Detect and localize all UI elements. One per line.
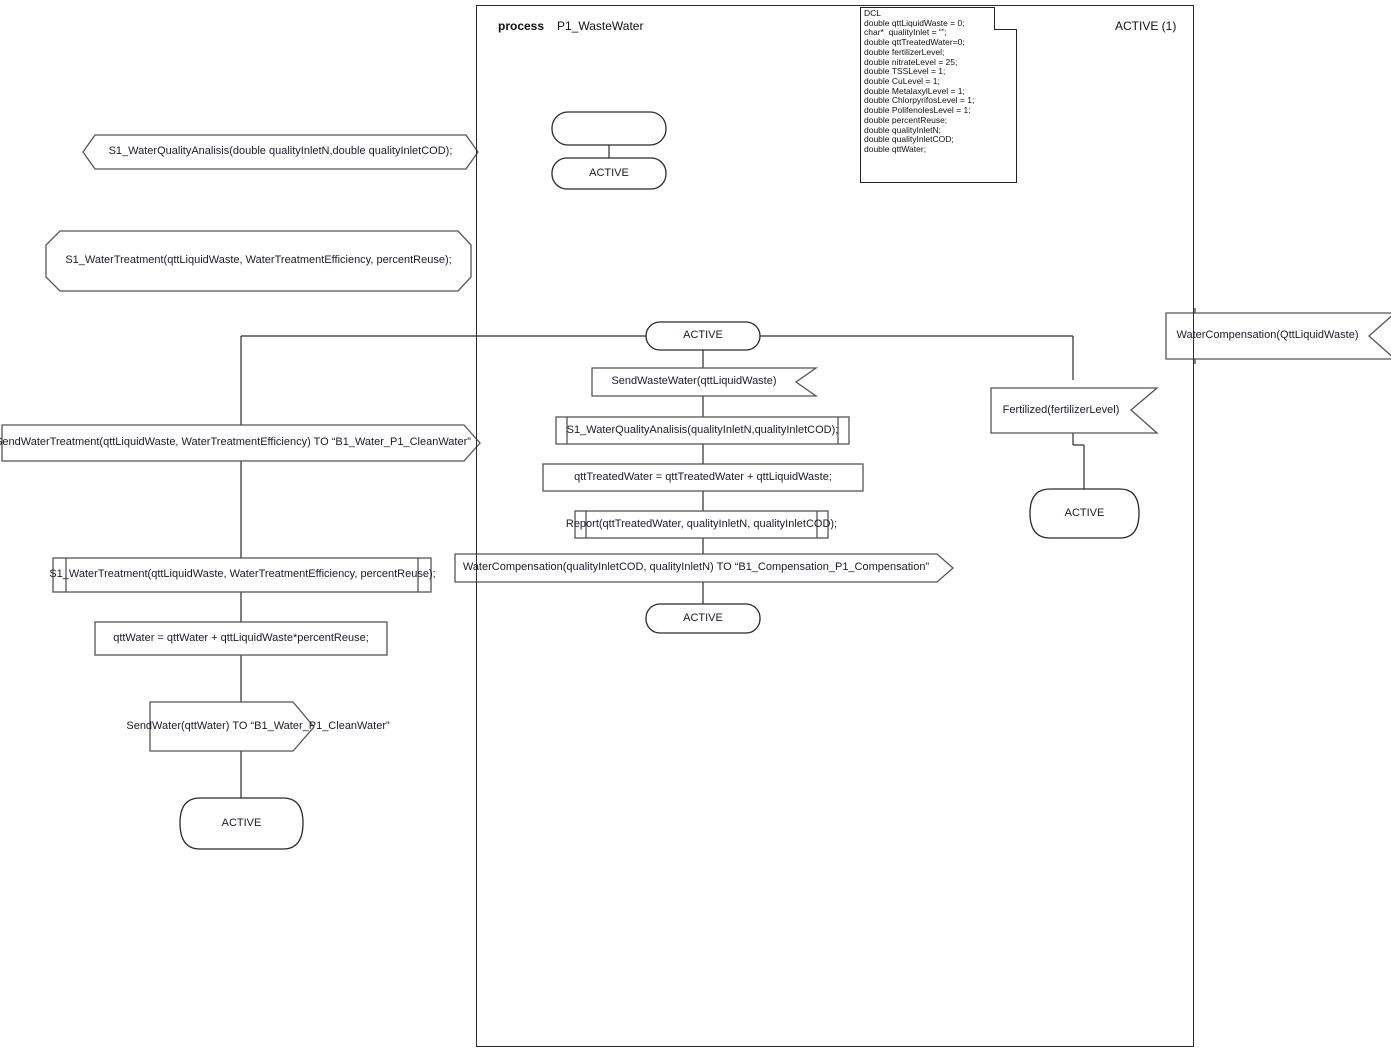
shape-input-send-water-treatment — [1, 424, 481, 462]
process-frame — [476, 5, 1194, 1047]
shape-task-qtt-water — [94, 621, 388, 656]
label-state-active-bottom-left: ACTIVE — [221, 816, 262, 829]
label-proc-quality-analysis-top: S1_WaterQualityAnalisis(double qualityIn… — [108, 145, 453, 158]
label-input-water-compensation-right: WaterCompensation(QttLiquidWaste) — [1176, 329, 1359, 342]
shape-input-water-compensation-right — [1165, 312, 1391, 360]
label-task-qtt-water: qttWater = qttWater + qttLiquidWaste*per… — [113, 631, 369, 644]
label-call-water-treatment-left: S1_WaterTreatment(qttLiquidWaste, WaterT… — [49, 568, 436, 581]
declaration-note — [860, 7, 1017, 183]
active-instance-count: ACTIVE (1) — [1115, 19, 1177, 33]
shape-call-water-treatment-left — [52, 557, 432, 593]
label-proc-water-treatment-top: S1_WaterTreatment(qttLiquidWaste, WaterT… — [65, 254, 452, 267]
shape-state-active-bottom-left — [179, 797, 304, 850]
note-fold-corner — [994, 7, 1017, 30]
declaration-text: DCL double qttLiquidWaste = 0; char* qua… — [864, 8, 975, 155]
process-name: P1_WasteWater — [557, 19, 644, 33]
shape-output-send-water — [149, 701, 315, 752]
label-input-send-water-treatment: SendWaterTreatment(qttLiquidWaste, Water… — [0, 436, 471, 449]
label-output-send-water: SendWater(qttWater) TO “B1_Water_P1_Clea… — [126, 719, 390, 732]
shape-proc-quality-analysis-top — [82, 134, 479, 170]
process-keyword: process — [498, 19, 545, 33]
shape-proc-water-treatment-top — [45, 230, 472, 292]
